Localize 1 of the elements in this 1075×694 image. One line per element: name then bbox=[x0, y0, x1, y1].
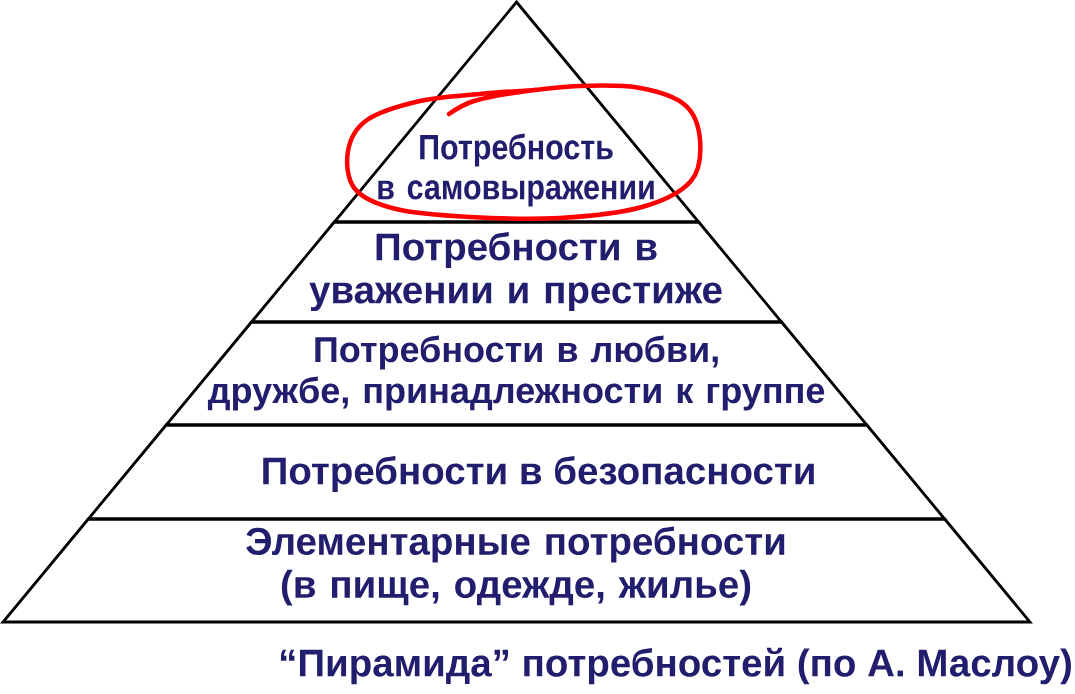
caption: “Пирамида” потребностей (по А. Маслоу) bbox=[280, 647, 1071, 685]
